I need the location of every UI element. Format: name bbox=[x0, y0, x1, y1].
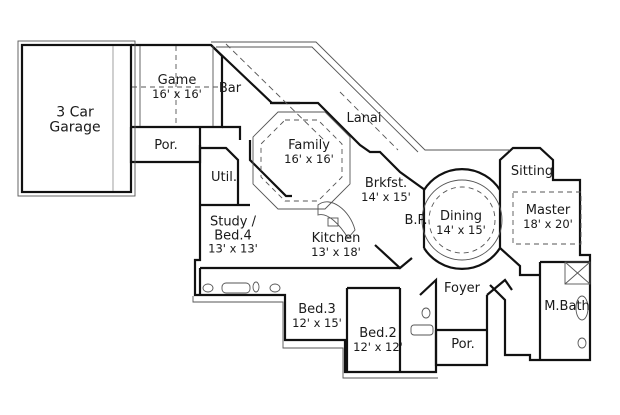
room-label-game: Game 16' x 16' bbox=[152, 73, 202, 101]
room-label-dining: Dining 14' x 15' bbox=[436, 209, 486, 237]
room-label-kitchen: Kitchen 13' x 18' bbox=[311, 231, 361, 259]
room-label-lanai: Lanai bbox=[346, 111, 382, 127]
family-walls bbox=[248, 140, 292, 198]
dining-walls bbox=[423, 168, 501, 191]
dining-ceiling-circle bbox=[428, 186, 496, 254]
garage-walls bbox=[20, 43, 133, 194]
master-walls bbox=[489, 146, 592, 362]
room-label-garage: 3 Car Garage bbox=[49, 104, 101, 135]
room-label-foyer: Foyer bbox=[443, 281, 481, 297]
room-label-side-porch: Por. bbox=[154, 138, 178, 154]
room-label-bed2: Bed.2 12' x 12' bbox=[353, 326, 403, 354]
room-label-butler-pantry: B.P. bbox=[404, 213, 428, 229]
lanai-outline bbox=[211, 41, 510, 151]
kitchen-island bbox=[317, 201, 356, 239]
room-label-utility: Util. bbox=[211, 170, 237, 186]
room-label-master: Master 18' x 20' bbox=[523, 203, 573, 231]
room-label-front-porch: Por. bbox=[451, 337, 475, 353]
room-label-bed3: Bed.3 12' x 15' bbox=[292, 302, 342, 330]
room-label-breakfast: Brkfst. 14' x 15' bbox=[361, 176, 411, 204]
room-label-family: Family 16' x 16' bbox=[284, 138, 334, 166]
room-label-sitting: Sitting bbox=[510, 164, 554, 180]
room-label-master-bath: M.Bath bbox=[544, 299, 590, 315]
room-label-bar: Bar bbox=[218, 81, 242, 97]
room-label-study: Study / Bed.4 13' x 13' bbox=[208, 214, 258, 256]
